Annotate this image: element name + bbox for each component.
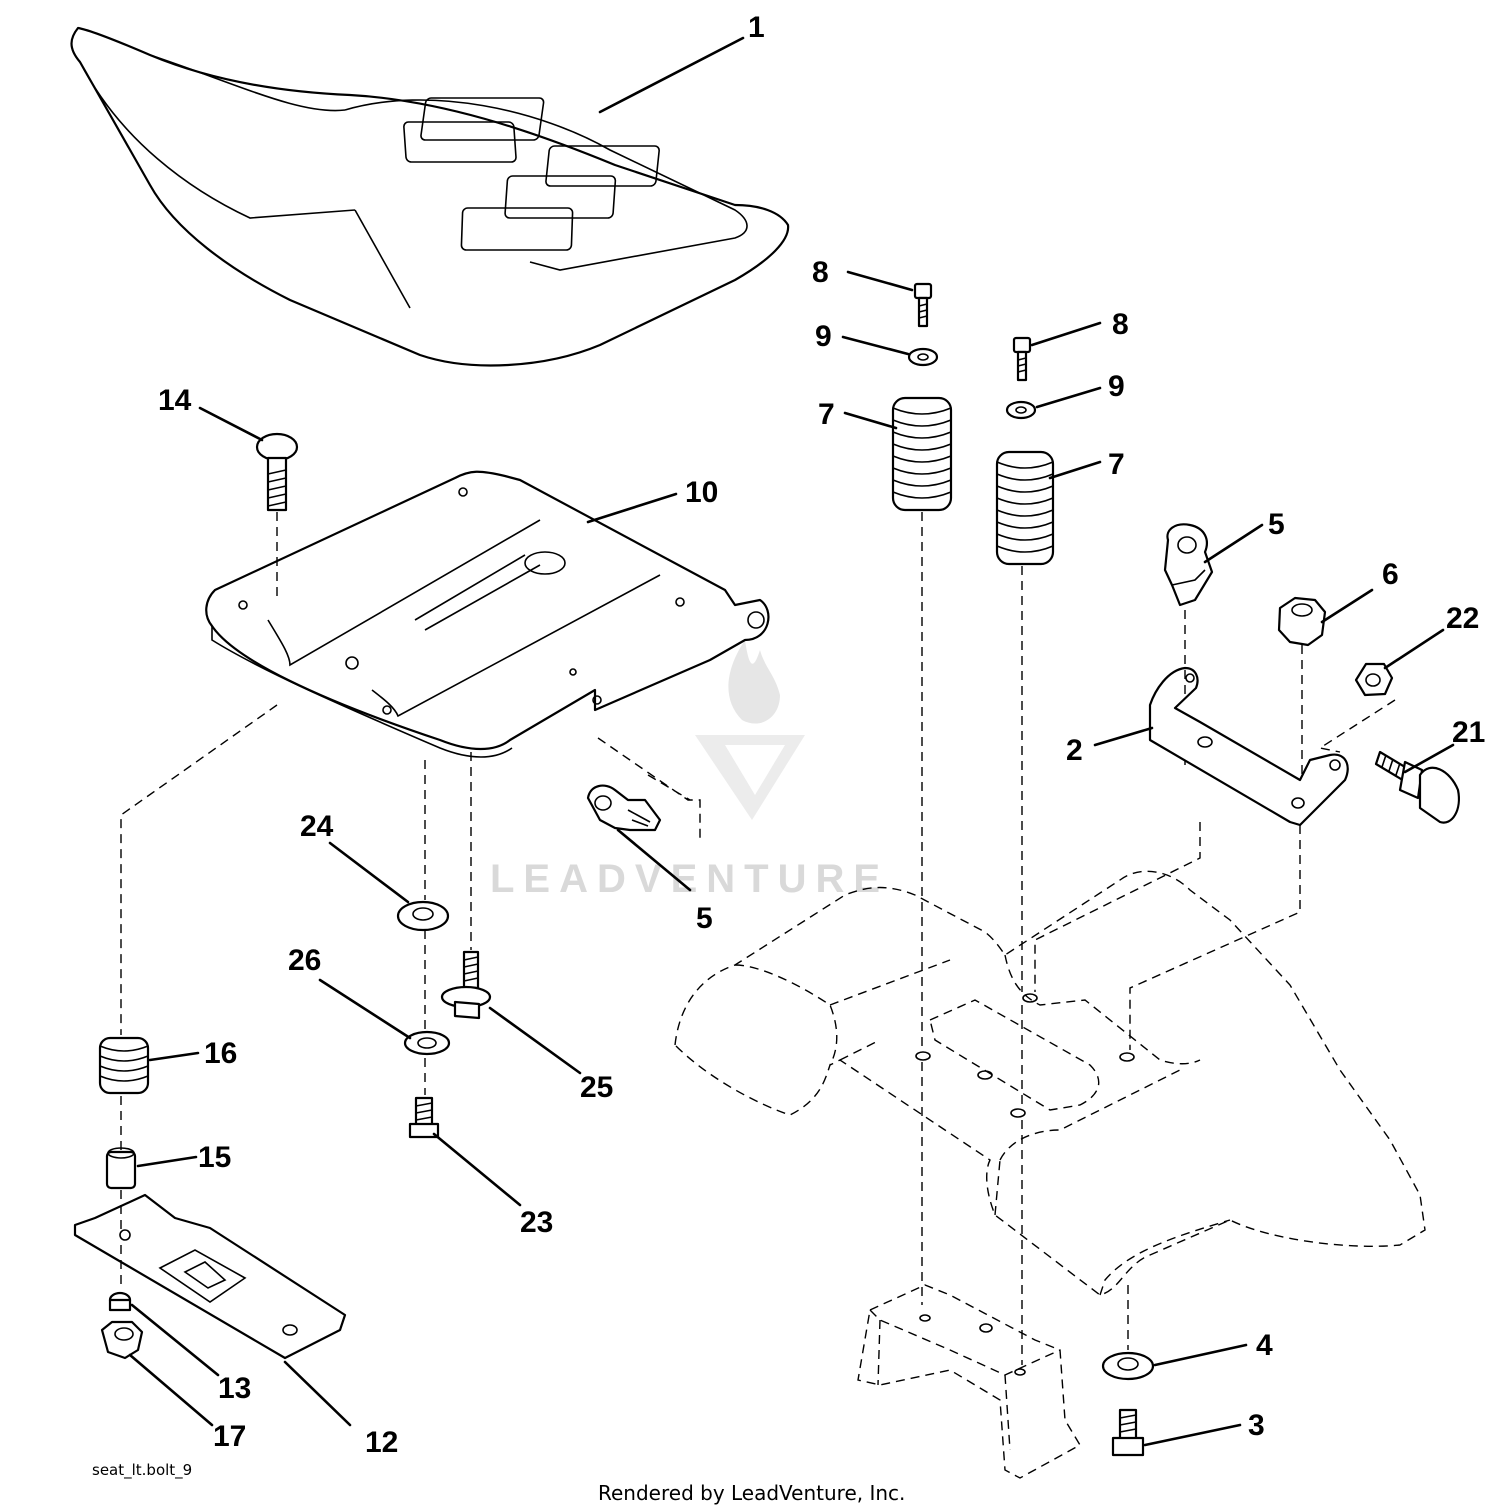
bolt-left — [913, 282, 933, 328]
leader-lines — [128, 36, 1455, 1447]
callout-9-right: 9 — [1108, 370, 1125, 403]
callout-21: 21 — [1452, 716, 1485, 749]
callout-25: 25 — [580, 1071, 613, 1104]
shoulder-bolt — [1374, 750, 1460, 824]
flat-washer — [396, 900, 450, 932]
footer-credit: Rendered by LeadVenture, Inc. — [598, 1481, 905, 1505]
callout-12: 12 — [365, 1426, 398, 1459]
fender-outline — [674, 870, 1426, 1296]
callouts: 1 8 8 9 9 7 7 14 10 5 6 22 2 21 24 5 26 … — [158, 11, 1485, 1459]
drawing-number: seat_lt.bolt_9 — [92, 1461, 192, 1480]
lock-nut — [1277, 596, 1327, 647]
callout-26: 26 — [288, 944, 321, 977]
callout-9-left: 9 — [815, 320, 832, 353]
spring-left — [891, 396, 953, 512]
mounting-plate — [73, 1193, 347, 1360]
bushing — [108, 1291, 132, 1312]
frame-bracket-outline — [857, 1284, 1081, 1479]
callout-13: 13 — [218, 1372, 251, 1405]
callout-8-left: 8 — [812, 256, 829, 289]
callout-3: 3 — [1248, 1409, 1265, 1442]
pivot-bracket — [1148, 666, 1349, 827]
hex-bolt — [408, 1096, 440, 1139]
callout-1: 1 — [748, 11, 765, 44]
callout-2: 2 — [1066, 734, 1083, 767]
washer-right — [1005, 400, 1037, 420]
seat-switch-clip-lower — [586, 784, 662, 832]
hex-nut — [1354, 662, 1394, 697]
callout-7-right: 7 — [1108, 448, 1125, 481]
seat-switch-clip-upper — [1163, 523, 1214, 607]
seat — [70, 26, 790, 367]
callout-23: 23 — [520, 1206, 553, 1239]
callout-22: 22 — [1446, 602, 1479, 635]
watermark-logo — [695, 640, 805, 820]
callout-6: 6 — [1382, 558, 1399, 591]
washer-left — [907, 347, 939, 367]
callout-8-right: 8 — [1112, 308, 1129, 341]
callout-16: 16 — [204, 1037, 237, 1070]
callout-10: 10 — [685, 476, 718, 509]
callout-5-upper: 5 — [1268, 508, 1285, 541]
watermark-text: LEADVENTURE — [490, 857, 889, 901]
lock-washer — [403, 1030, 451, 1056]
flange-bolt — [440, 950, 492, 1020]
callout-15: 15 — [198, 1141, 231, 1174]
seat-pan — [205, 470, 770, 758]
spring-small — [98, 1036, 150, 1095]
callout-14: 14 — [158, 384, 192, 417]
assembly-lines — [120, 512, 1396, 1365]
callout-7-left: 7 — [818, 398, 835, 431]
bolt-lower-right — [1111, 1408, 1145, 1457]
callout-5-lower: 5 — [696, 902, 713, 935]
washer-lower-right — [1101, 1351, 1155, 1381]
bolt-right — [1012, 336, 1032, 382]
callout-17: 17 — [213, 1420, 246, 1453]
callout-4: 4 — [1256, 1329, 1273, 1362]
spring-right — [995, 450, 1055, 566]
carriage-bolt — [255, 432, 299, 512]
flange-nut — [100, 1320, 144, 1360]
callout-24: 24 — [300, 810, 334, 843]
spacer — [105, 1147, 137, 1190]
